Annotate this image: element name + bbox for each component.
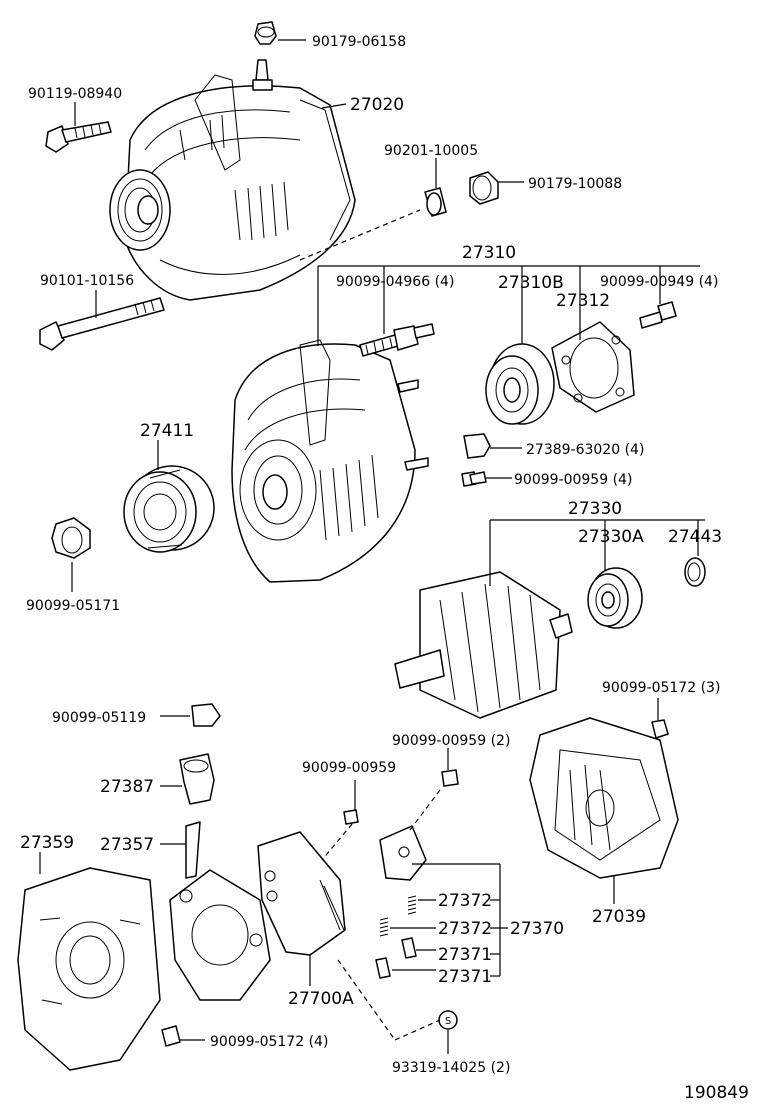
svg-text:S: S (445, 1016, 451, 1027)
nut-90099-05172-4-icon (161, 1025, 181, 1047)
label-27310: 27310 (462, 243, 516, 263)
label-90101-10156: 90101-10156 (40, 273, 134, 289)
label-27371-b: 27371 (438, 967, 492, 987)
screw-90099-00959-icon (461, 471, 487, 487)
retainer-27312-icon (551, 321, 635, 413)
dashed-alignment-lines (299, 209, 441, 1041)
label-27443: 27443 (668, 527, 722, 547)
label-27359: 27359 (20, 833, 74, 853)
label-93319-14025: 93319-14025 (2) (392, 1060, 510, 1076)
label-27330A: 27330A (578, 527, 644, 547)
label-27387: 27387 (100, 777, 154, 797)
label-90099-05172-4: 90099-05172 (4) (210, 1034, 328, 1050)
regulator-27700A-icon (257, 831, 346, 956)
label-27372-b: 27372 (438, 919, 492, 939)
rectifier-27357-icon (169, 821, 271, 1001)
alternator-assembly (109, 59, 356, 301)
label-27312: 27312 (556, 291, 610, 311)
label-27310B: 27310B (498, 273, 564, 293)
pulley-27411-icon (123, 465, 215, 553)
rotor-27330-icon (394, 571, 573, 719)
stud-bolt-90099-04966-icon (359, 323, 435, 357)
label-27330: 27330 (568, 499, 622, 519)
nut-90099-05171-icon (51, 517, 91, 559)
drive-end-frame (231, 339, 429, 583)
washer-90201-10005-icon (424, 187, 447, 217)
rear-end-frame-27039-icon (529, 717, 679, 879)
brush-27371-icon (375, 937, 417, 979)
label-27370: 27370 (510, 919, 564, 939)
screw-90099-00959-single-icon (343, 809, 359, 825)
screw-90099-00959-2-icon (441, 769, 459, 787)
diagram-id: 190849 (684, 1083, 749, 1103)
label-27372-a: 27372 (438, 891, 492, 911)
label-27371-a: 27371 (438, 945, 492, 965)
label-90099-00959: 90099-00959 (302, 760, 396, 776)
brush-holder-icon (379, 825, 427, 881)
bolt-90101-10156-icon (39, 297, 165, 351)
cover-27443-icon (684, 557, 706, 587)
bearing-27330A-icon (587, 567, 643, 629)
label-90179-10088: 90179-10088 (528, 176, 622, 192)
label-27039: 27039 (592, 907, 646, 927)
label-27389-63020: 27389-63020 (4) (526, 442, 644, 458)
rear-cover-27359-icon (17, 867, 161, 1071)
nut-90179-06158-icon (254, 21, 277, 45)
clip-27389-63020-icon (463, 433, 491, 459)
cap-90099-05119-icon (191, 703, 221, 727)
label-90099-04966: 90099-04966 (4) (336, 274, 454, 290)
bearing-27310B-icon (485, 343, 555, 425)
leader-lines (39, 39, 705, 1054)
insulator-27387-icon (179, 753, 215, 805)
label-90099-00959-4: 90099-00959 (4) (514, 472, 632, 488)
label-27700A: 27700A (288, 989, 354, 1009)
label-27357: 27357 (100, 835, 154, 855)
label-90179-06158: 90179-06158 (312, 34, 406, 50)
label-90099-05171: 90099-05171 (26, 598, 120, 614)
washer-93319-14025-icon: S (438, 1010, 458, 1030)
label-90201-10005: 90201-10005 (384, 143, 478, 159)
spring-27372-icon (379, 895, 417, 937)
cap-90179-10088-icon (469, 171, 499, 205)
label-90099-05172-3: 90099-05172 (3) (602, 680, 720, 696)
label-27411: 27411 (140, 421, 194, 441)
label-90099-00959-2: 90099-00959 (2) (392, 733, 510, 749)
bolt-90119-08940-icon (45, 121, 112, 153)
nut-90099-05172-3-icon (651, 719, 669, 739)
label-90119-08940: 90119-08940 (28, 86, 122, 102)
label-27020: 27020 (350, 95, 404, 115)
screw-90099-00949-icon (639, 301, 677, 329)
label-90099-00949: 90099-00949 (4) (600, 274, 718, 290)
label-90099-05119: 90099-05119 (52, 710, 146, 726)
part-labels: 90179-06158 90119-08940 27020 90201-1000… (20, 34, 749, 1103)
